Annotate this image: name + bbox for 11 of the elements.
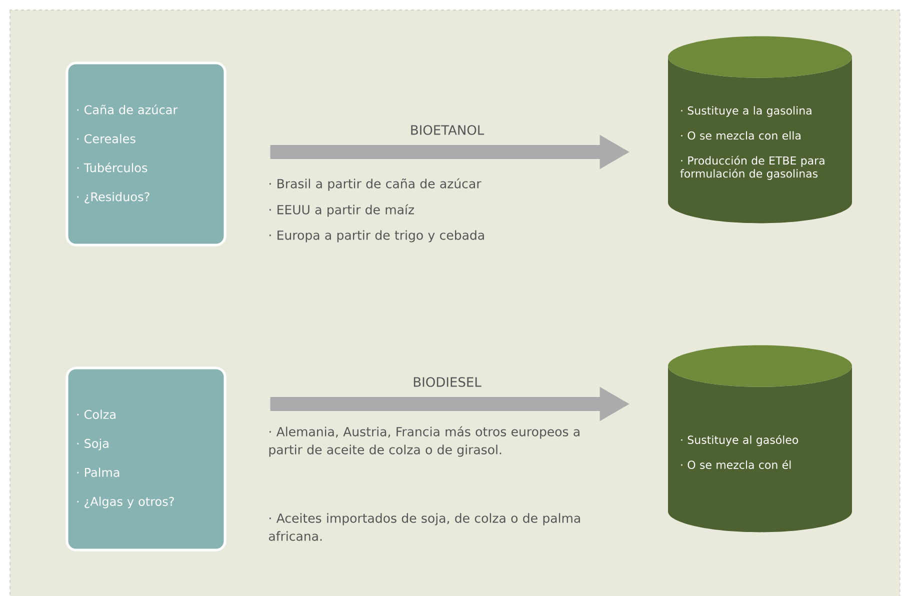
list-box: · Caña de azúcar · Cereales · Tubérculos · ¿Residuos? (66, 62, 226, 246)
list-box: · Colza · Soja · Palma · ¿Algas y otros? (66, 366, 226, 552)
bullet-text: · Brasil a partir de caña de azúcar (270, 178, 482, 191)
edge-label: BIODIESEL (414, 377, 482, 387)
bullet-text: · Aceites importados de soja, de colza o de palma africana. (268, 513, 580, 541)
bullet-text: · Europa a partir de trigo y cebada (270, 230, 484, 242)
bullet-text: · EEUU a partir de maíz (270, 204, 414, 217)
cylinder: · Sustituye a la gasolina · O se mezcla con ella · Producción de ETBE para formulación de gasolinas (668, 36, 852, 224)
bullet-text: · Alemania, Austria, Francia más otros europeos a partir de aceite de colza o de girasol. (269, 426, 580, 457)
cylinder: · Sustituye al gasóleo · O se mezcla con él (668, 345, 852, 532)
edge-label: BIOETANOL (411, 125, 484, 135)
